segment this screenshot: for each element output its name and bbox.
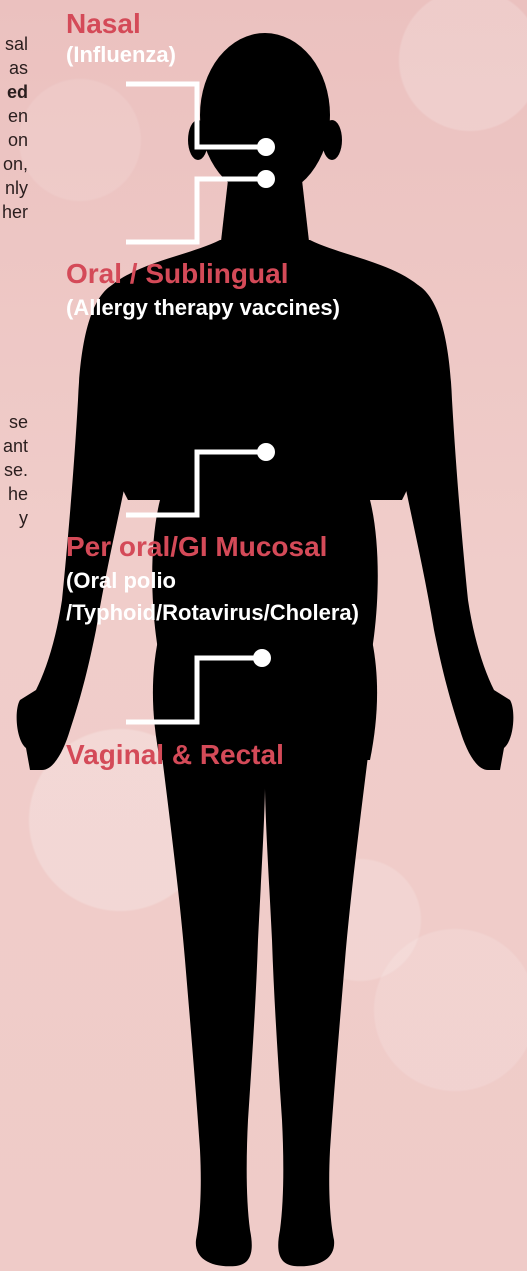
label-gi-mucosal: Per oral/GI Mucosal (Oral polio /Typhoid… [66, 531, 359, 627]
silhouette-left-arm [17, 285, 128, 770]
route-examples-nasal: (Influenza) [66, 41, 176, 69]
silhouette-right-arm [402, 285, 513, 770]
silhouette-right-leg [265, 740, 370, 1266]
label-oral-sublingual: Oral / Sublingual (Allergy therapy vacci… [66, 258, 340, 322]
route-name-vaginal-rectal: Vaginal & Rectal [66, 739, 284, 771]
connector-dot-vaginal-rectal [253, 649, 271, 667]
route-name-nasal: Nasal [66, 8, 176, 40]
route-name-gi-mucosal: Per oral/GI Mucosal [66, 531, 359, 563]
route-examples-gi-mucosal-line1: (Oral polio [66, 567, 359, 595]
silhouette-ear-right [322, 120, 342, 160]
connector-dot-nasal [257, 138, 275, 156]
route-name-oral-sublingual: Oral / Sublingual [66, 258, 340, 290]
connector-dot-gi-mucosal [257, 443, 275, 461]
silhouette-neck [220, 180, 310, 250]
route-examples-oral-sublingual: (Allergy therapy vaccines) [66, 294, 340, 322]
route-examples-gi-mucosal-line2: /Typhoid/Rotavirus/Cholera) [66, 599, 359, 627]
label-nasal: Nasal (Influenza) [66, 8, 176, 69]
connector-dot-oral-sublingual [257, 170, 275, 188]
silhouette-left-leg [160, 740, 265, 1266]
label-vaginal-rectal: Vaginal & Rectal [66, 739, 284, 771]
